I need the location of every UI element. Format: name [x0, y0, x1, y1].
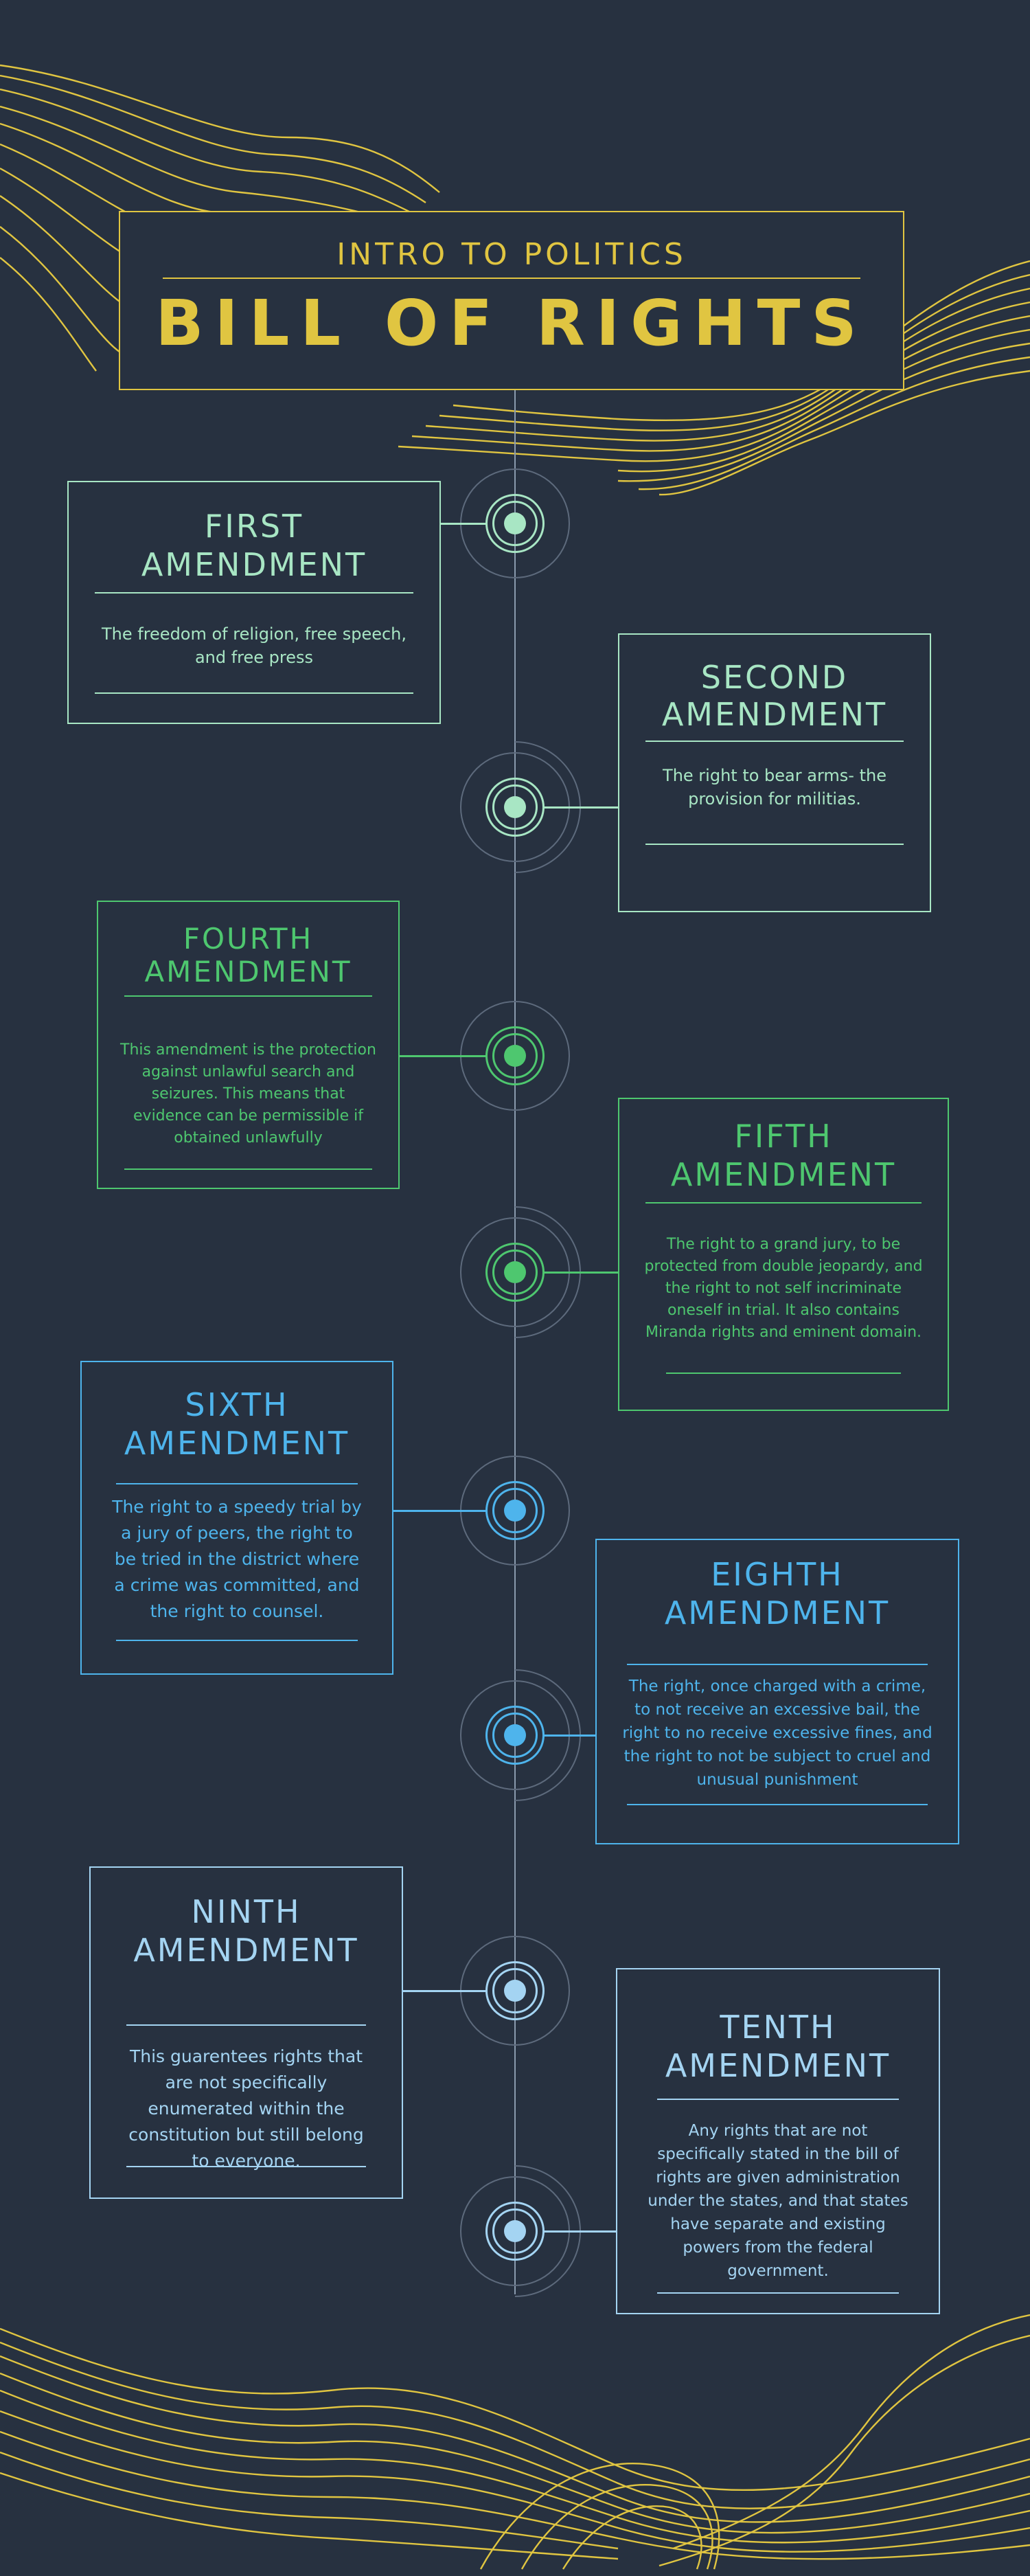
timeline-axis	[514, 390, 516, 2294]
node-middle-ring	[485, 1706, 545, 1765]
title-divider	[163, 278, 860, 279]
card-divider	[116, 1640, 358, 1641]
card-title-line2: AMENDMENT	[670, 1156, 897, 1193]
card-divider	[124, 1168, 372, 1170]
card-divider	[645, 844, 904, 845]
card-title-line1: NINTH	[191, 1893, 301, 1930]
node-dot	[504, 512, 526, 534]
node-middle-ring	[485, 778, 545, 837]
node-middle-ring	[485, 1961, 545, 2020]
card-sixth-amendment: SIXTH AMENDMENT The right to a speedy tr…	[80, 1361, 393, 1675]
card-title-line2: AMENDMENT	[141, 546, 367, 583]
node-dot	[504, 1261, 526, 1283]
connector-fourth	[376, 1055, 486, 1057]
card-divider	[95, 592, 413, 594]
node-inner-ring	[492, 501, 538, 546]
card-description: Any rights that are not specifically sta…	[648, 2122, 908, 2280]
node-inner-ring	[492, 1033, 538, 1078]
card-divider	[657, 2099, 899, 2100]
card-divider	[116, 1483, 358, 1484]
node-inner-ring	[492, 784, 538, 830]
card-divider	[645, 741, 904, 742]
connector-second	[544, 806, 636, 809]
card-eighth-amendment: EIGHTH AMENDMENT The right, once charged…	[595, 1539, 959, 1844]
card-title-line2: AMENDMENT	[133, 1932, 359, 1969]
card-divider	[95, 692, 413, 694]
card-fifth-amendment: FIFTH AMENDMENT The right to a grand jur…	[618, 1098, 949, 1411]
card-divider	[627, 1804, 928, 1805]
node-inner-ring	[492, 1488, 538, 1533]
node-dot	[504, 796, 526, 818]
node-dot	[504, 1500, 526, 1522]
node-dot	[504, 1724, 526, 1746]
node-middle-ring	[485, 2202, 545, 2261]
card-title-line2: AMENDMENT	[144, 955, 352, 988]
node-dot	[504, 2220, 526, 2242]
connector-ninth	[364, 1990, 486, 1992]
card-divider	[124, 995, 372, 997]
node-middle-ring	[485, 1243, 545, 1302]
card-title-line1: TENTH	[720, 2009, 836, 2046]
card-description: The right to a speedy trial by a jury of…	[112, 1497, 362, 1621]
node-middle-ring	[485, 1026, 545, 1085]
card-divider	[627, 1664, 928, 1665]
title-box: INTRO TO POLITICS BILL OF RIGHTS	[119, 211, 904, 390]
card-title-line2: AMENDMENT	[124, 1425, 350, 1462]
card-description: This guarentees rights that are not spec…	[128, 2046, 364, 2171]
page-subtitle: INTRO TO POLITICS	[336, 237, 687, 272]
card-title-line1: FOURTH	[183, 922, 314, 956]
card-divider	[126, 2024, 366, 2026]
card-ninth-amendment: NINTH AMENDMENT This guarentees rights t…	[89, 1866, 403, 2199]
card-title-line2: AMENDMENT	[664, 1594, 891, 1631]
card-description: The freedom of religion, free speech, an…	[101, 624, 407, 667]
card-title-line1: EIGHTH	[711, 1556, 844, 1593]
connector-fifth	[544, 1272, 639, 1274]
page-title: BILL OF RIGHTS	[155, 286, 868, 360]
card-first-amendment: FIRST AMENDMENT The freedom of religion,…	[67, 481, 441, 724]
connector-eighth	[544, 1735, 639, 1737]
card-divider	[666, 1372, 901, 1374]
card-description: The right to bear arms- the provision fo…	[663, 766, 886, 809]
connector-tenth	[544, 2230, 639, 2233]
node-inner-ring	[492, 1968, 538, 2013]
card-fourth-amendment: FOURTH AMENDMENT This amendment is the p…	[97, 901, 400, 1189]
card-divider	[126, 2166, 366, 2167]
bottom-wave-decoration	[0, 2314, 1030, 2570]
card-description: This amendment is the protection against…	[120, 1041, 376, 1146]
card-tenth-amendment: TENTH AMENDMENT Any rights that are not …	[616, 1968, 940, 2314]
card-title-line1: SIXTH	[185, 1386, 289, 1423]
card-title-line1: FIFTH	[734, 1118, 833, 1155]
card-divider	[657, 2292, 899, 2294]
node-inner-ring	[492, 1250, 538, 1295]
node-dot	[504, 1045, 526, 1067]
connector-sixth	[363, 1510, 486, 1512]
card-second-amendment: SECOND AMENDMENT The right to bear arms-…	[618, 633, 931, 912]
card-description: The right to a grand jury, to be protect…	[644, 1236, 923, 1341]
card-title-line1: FIRST	[204, 508, 304, 545]
node-middle-ring	[485, 1481, 545, 1540]
node-inner-ring	[492, 1713, 538, 1758]
card-description: The right, once charged with a crime, to…	[622, 1677, 932, 1789]
card-title-line2: AMENDMENT	[661, 696, 888, 733]
node-middle-ring	[485, 494, 545, 553]
node-dot	[504, 1980, 526, 2002]
card-title-line2: AMENDMENT	[665, 2047, 891, 2084]
card-title-line1: SECOND	[700, 659, 849, 696]
card-divider	[645, 1202, 922, 1204]
node-inner-ring	[492, 2208, 538, 2254]
